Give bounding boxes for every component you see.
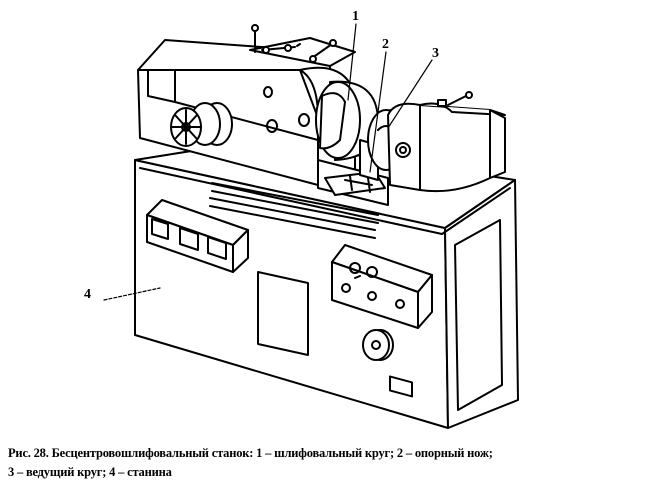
work-rest-blade — [317, 139, 389, 206]
figure-caption: Рис. 28. Бесцентровошлифовальный станок:… — [8, 444, 648, 482]
caption-line-2: 3 – ведущий круг; 4 – станина — [8, 465, 172, 479]
callout-leaders — [103, 23, 433, 301]
callout-1: 1 — [352, 9, 359, 24]
top-levers — [251, 24, 337, 63]
callout-4: 4 — [84, 287, 91, 302]
control-panel — [331, 244, 433, 398]
callout-3: 3 — [432, 46, 439, 61]
front-door-panel — [257, 271, 309, 356]
grinding-head-handwheel — [170, 102, 233, 147]
front-handwheel — [362, 329, 394, 361]
regulating-head-housing — [387, 91, 506, 193]
machine-illustration: 1 2 3 4 — [84, 9, 519, 429]
indicator-panel — [146, 199, 249, 273]
grinding-wheel — [315, 80, 379, 161]
callout-2: 2 — [382, 37, 389, 52]
caption-line-1: Рис. 28. Бесцентровошлифовальный станок:… — [8, 446, 493, 460]
